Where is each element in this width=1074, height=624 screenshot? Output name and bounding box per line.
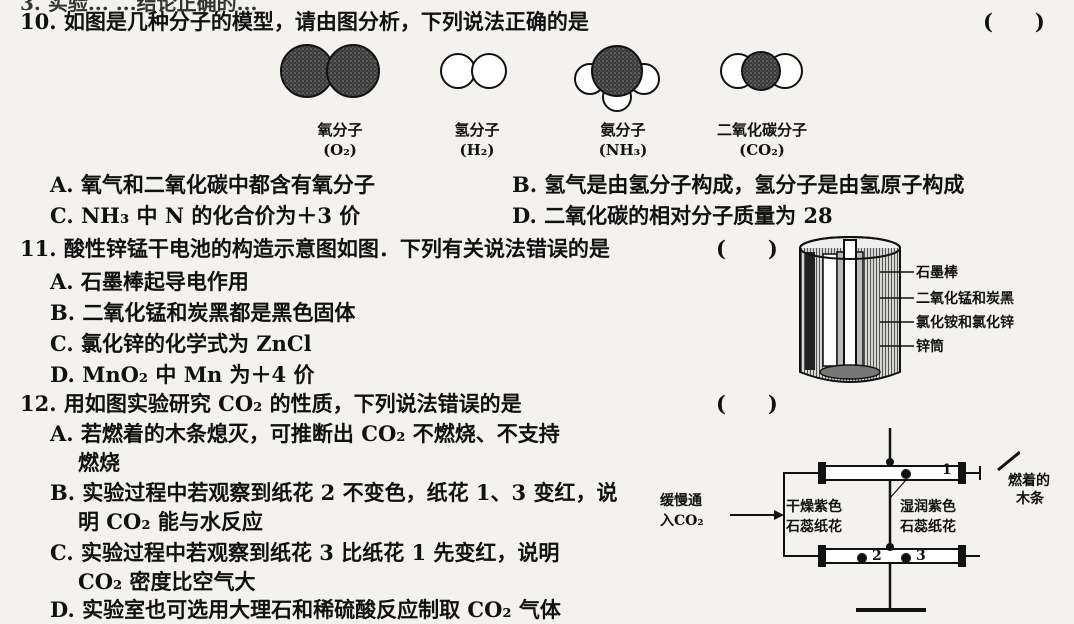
battery-label-graphite-rod: 石墨棒 xyxy=(916,265,958,281)
question-12-option-d: D. 实验室也可选用大理石和稀硫酸反应制取 CO₂ 气体 xyxy=(50,597,561,622)
question-12-stem: 12. 用如图实验研究 CO₂ 的性质，下列说法错误的是 xyxy=(20,391,522,416)
dry-battery-diagram xyxy=(799,236,901,383)
apparatus-label-wet-paper-line2: 石蕊纸花 xyxy=(900,519,956,535)
question-11-option-a: A. 石墨棒起导电作用 xyxy=(50,269,249,294)
apparatus-label-burning-stick-line2: 木条 xyxy=(1016,491,1044,507)
molecule-label-hydrogen: 氢分子 xyxy=(454,121,500,139)
cut-off-header-text: 3. 实验... ...结论正确的... xyxy=(20,0,258,15)
apparatus-label-wet-paper-line1: 湿润紫色 xyxy=(900,499,956,515)
question-11-option-c: C. 氯化锌的化学式为 ZnCl xyxy=(50,331,312,356)
molecule-formula-carbon-dioxide: (CO₂) xyxy=(739,141,785,159)
apparatus-label-burning-stick-line1: 燃着的 xyxy=(1008,473,1050,489)
paper-flower-number-3: 3 xyxy=(916,548,926,564)
co2-experiment-apparatus xyxy=(730,428,1020,612)
apparatus-label-dry-paper-line2: 石蕊纸花 xyxy=(786,519,842,535)
molecule-label-ammonia: 氨分子 xyxy=(600,121,646,139)
paper-flower-number-1: 1 xyxy=(942,462,952,478)
question-12-option-b-line1: B. 实验过程中若观察到纸花 2 不变色，纸花 1、3 变红，说 xyxy=(50,480,618,505)
ammonia-molecule-model xyxy=(574,45,660,112)
question-10-answer-paren: ( ) xyxy=(983,9,1045,34)
question-10-option-b: B. 氢气是由氢分子构成，氢分子是由氢原子构成 xyxy=(512,172,965,197)
battery-label-manganese-dioxide-carbon-black: 二氧化锰和炭黑 xyxy=(916,291,1014,307)
battery-label-zinc-can: 锌筒 xyxy=(916,339,944,355)
question-12-answer-paren: ( ) xyxy=(716,391,778,416)
question-12-option-a-line2: 燃烧 xyxy=(78,450,120,475)
hydrogen-molecule-model xyxy=(440,53,507,89)
apparatus-label-dry-paper-line1: 干燥紫色 xyxy=(786,499,842,515)
question-10-option-a: A. 氧气和二氧化碳中都含有氧分子 xyxy=(50,172,375,197)
question-12-option-c-line1: C. 实验过程中若观察到纸花 3 比纸花 1 先变红，说明 xyxy=(50,540,560,565)
question-10-option-c: C. NH₃ 中 N 的化合价为＋3 价 xyxy=(50,203,361,228)
apparatus-label-inlet-line1: 缓慢通 xyxy=(660,493,702,509)
question-10-option-d: D. 二氧化碳的相对分子质量为 28 xyxy=(512,203,833,228)
question-11-option-d: D. MnO₂ 中 Mn 为＋4 价 xyxy=(50,362,315,387)
question-10-stem: 10. 如图是几种分子的模型，请由图分析，下列说法正确的是 xyxy=(20,9,589,34)
question-12-option-b-line2: 明 CO₂ 能与水反应 xyxy=(78,509,263,534)
question-11-stem: 11. 酸性锌锰干电池的构造示意图如图．下列有关说法错误的是 xyxy=(20,236,610,261)
molecule-formula-oxygen: (O₂) xyxy=(323,141,357,159)
paper-flower-number-2: 2 xyxy=(872,548,882,564)
molecule-models-figure xyxy=(280,44,803,112)
battery-label-ammonium-zinc-chloride: 氯化铵和氯化锌 xyxy=(916,315,1014,331)
molecule-label-carbon-dioxide: 二氧化碳分子 xyxy=(716,121,807,139)
molecule-formula-hydrogen: (H₂) xyxy=(459,141,495,159)
question-12-option-a-line1: A. 若燃着的木条熄灭，可推断出 CO₂ 不燃烧、不支持 xyxy=(50,421,560,446)
molecule-label-oxygen: 氧分子 xyxy=(317,121,363,139)
carbon-dioxide-molecule-model xyxy=(720,51,803,91)
question-11-answer-paren: ( ) xyxy=(716,236,778,261)
oxygen-molecule-model xyxy=(280,44,380,98)
molecule-formula-ammonia: (NH₃) xyxy=(598,141,648,159)
apparatus-label-inlet-line2: 入CO₂ xyxy=(660,513,704,529)
question-12-option-c-line2: CO₂ 密度比空气大 xyxy=(78,569,256,594)
question-11-option-b: B. 二氧化锰和炭黑都是黑色固体 xyxy=(50,300,356,325)
battery-leader-lines xyxy=(880,271,914,347)
